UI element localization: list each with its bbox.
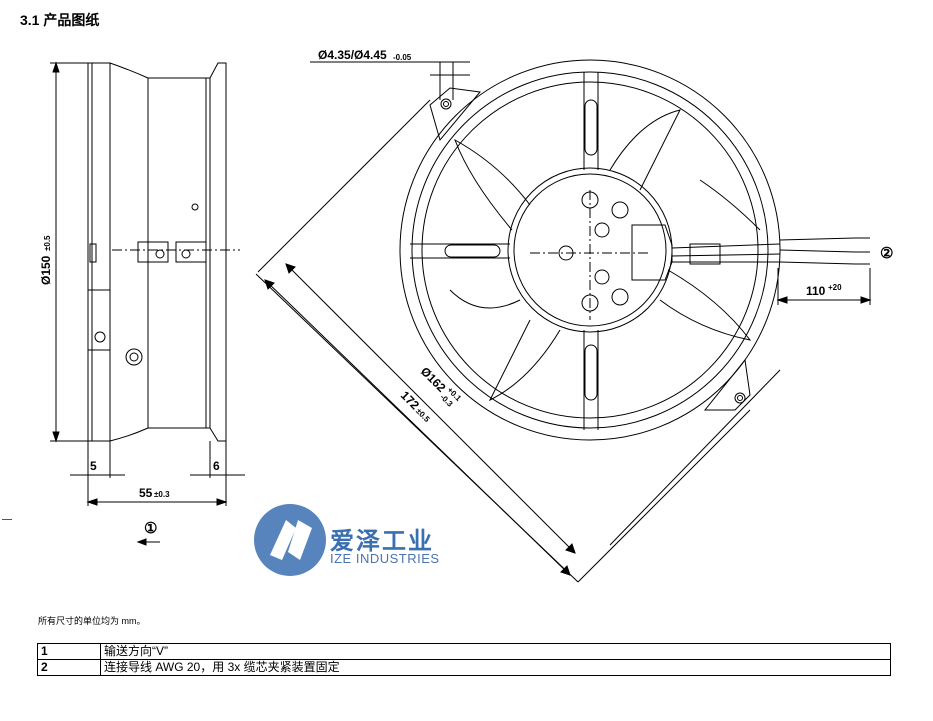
logo-icon bbox=[254, 504, 326, 576]
legend-row: 1 输送方向“V” bbox=[37, 643, 891, 660]
dim-162-label: Ø162 bbox=[418, 364, 449, 395]
legend-num: 2 bbox=[37, 659, 101, 676]
unit-note: 所有尺寸的单位均为 mm。 bbox=[38, 616, 146, 626]
dim-150-label: Ø150 bbox=[39, 255, 53, 285]
dim-110-tol: +20 bbox=[828, 283, 842, 292]
dim-55-label: 55 bbox=[139, 486, 153, 500]
legend-text: 输送方向“V” bbox=[100, 643, 891, 660]
legend-row: 2 连接导线 AWG 20，用 3x 缆芯夹紧装置固定 bbox=[37, 659, 891, 676]
dim-110-label: 110 bbox=[806, 284, 826, 298]
marker-two: ② bbox=[880, 245, 893, 262]
legend-table: 1 输送方向“V” 2 连接导线 AWG 20，用 3x 缆芯夹紧装置固定 bbox=[37, 643, 891, 676]
section-heading: 3.1 产品图纸 bbox=[20, 12, 100, 28]
front-view bbox=[255, 59, 872, 583]
legend-text: 连接导线 AWG 20，用 3x 缆芯夹紧装置固定 bbox=[100, 659, 891, 676]
dim-hole-tol: -0.05 bbox=[393, 53, 412, 62]
dim-hole-label: Ø4.35/Ø4.45 bbox=[318, 48, 387, 62]
marker-one: ① bbox=[144, 520, 157, 537]
dim-172-tol: ±0.5 bbox=[414, 407, 432, 425]
dim-5-label: 5 bbox=[90, 459, 97, 473]
dim-6-label: 6 bbox=[213, 459, 220, 473]
technical-drawing: Ø4.35/Ø4.45 -0.05 Ø150 ±0.5 5 6 55 ±0.3 … bbox=[39, 48, 893, 583]
logo-subtitle: IZE INDUSTRIES bbox=[330, 551, 440, 566]
dim-150-tol: ±0.5 bbox=[43, 235, 52, 251]
dim-55-tol: ±0.3 bbox=[154, 490, 170, 499]
logo-name: 爱泽工业 bbox=[330, 528, 434, 555]
margin-mark bbox=[2, 519, 12, 520]
side-view bbox=[50, 61, 245, 546]
legend-num: 1 bbox=[37, 643, 101, 660]
